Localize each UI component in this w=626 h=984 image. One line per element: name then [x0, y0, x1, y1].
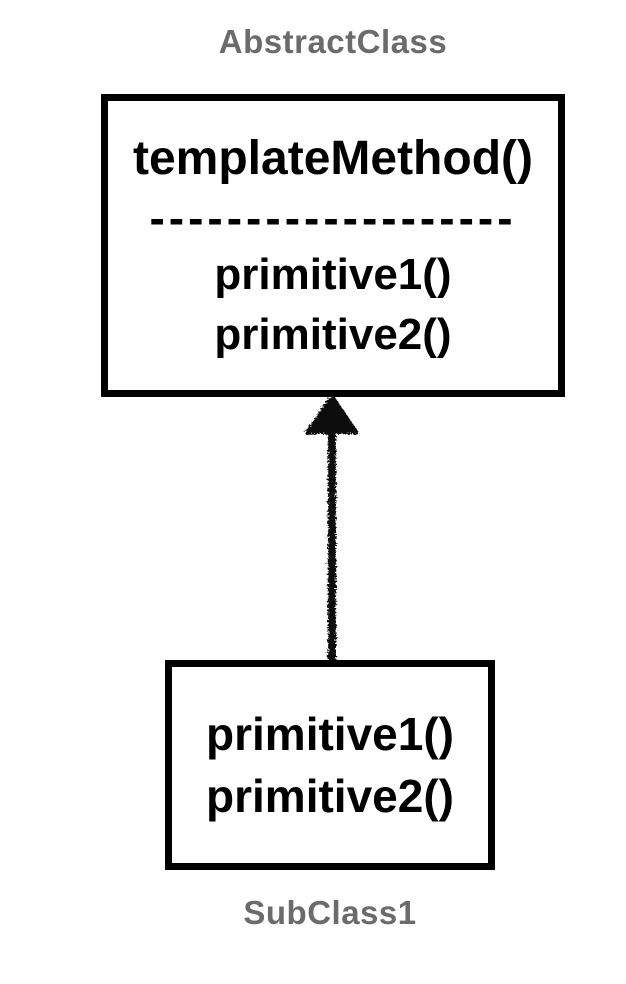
abstract-primitive1-text: primitive1() [214, 249, 452, 299]
template-method-text: templateMethod() [133, 131, 533, 185]
inheritance-arrow-up-icon [305, 394, 359, 664]
dashed-divider: ------------------- [149, 191, 517, 244]
abstract-class-box: templateMethod() ------------------- pri… [101, 94, 565, 397]
subclass-name-label: SubClass1 [243, 894, 417, 931]
subclass-primitive2-text: primitive2() [206, 770, 454, 822]
subclass-box: primitive1() primitive2() [165, 660, 495, 870]
abstract-primitive2-text: primitive2() [214, 309, 452, 359]
subclass-primitive1-text: primitive1() [206, 708, 454, 760]
abstract-class-name-label: AbstractClass [218, 23, 448, 60]
